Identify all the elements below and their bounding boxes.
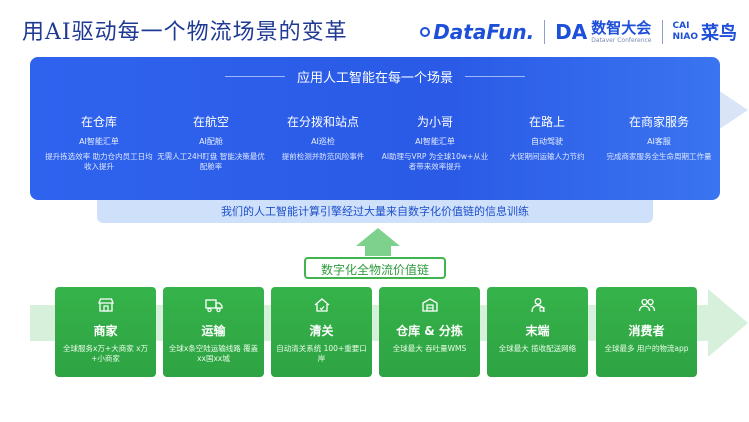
scene-description: 提前检测并防范风险事件 <box>281 152 365 161</box>
heading-line-left <box>224 76 285 77</box>
scene-title: 在分拨和站点 <box>286 115 359 129</box>
scene-description: 完成商家服务全生命周期工作量 <box>606 152 712 161</box>
scene-description: AI助理与VRP 为全球10w+从业者带来效率提升 <box>381 152 489 171</box>
datafun-dot-icon <box>420 27 431 37</box>
da-logo-cn: 数智大会 <box>591 18 652 37</box>
card-title: 商家 <box>93 324 118 338</box>
card-title: 运输 <box>201 324 226 338</box>
scene-title: 为小哥 <box>416 115 453 129</box>
cainiao-logo-cn: 菜鸟 <box>701 23 737 44</box>
card-warehouse-sorting: 仓库 & 分拣 全球最大 吞吐量WMS <box>379 287 480 377</box>
scene-warehouse: 在仓库 AI智能汇单 提升拣选效率 助力仓内员工日均收入提升 <box>44 113 154 172</box>
card-title: 仓库 & 分拣 <box>396 324 463 338</box>
scene-on-road: 在路上 自动驾驶 大促期间运输人力节约 <box>492 113 602 162</box>
card-description: 全球服务x万+大商家 x万+小商家 <box>62 344 149 363</box>
value-chain-label: 数字化全物流价值链 <box>304 257 446 279</box>
card-title: 末端 <box>525 324 550 338</box>
logo-divider <box>544 20 546 44</box>
store-icon <box>97 298 114 312</box>
scene-merchant-service: 在商家服务 AI客服 完成商家服务全生命周期工作量 <box>604 113 714 162</box>
scenario-panel: 应用人工智能在每一个场景 在仓库 AI智能汇单 提升拣选效率 助力仓内员工日均收… <box>30 57 720 200</box>
card-title: 消费者 <box>628 324 665 338</box>
da-logo-en: Dataver Conference <box>591 36 652 44</box>
scene-title: 在仓库 <box>80 115 117 129</box>
truck-icon <box>204 299 223 313</box>
scene-title: 在商家服务 <box>628 115 689 129</box>
card-title: 清关 <box>309 324 334 338</box>
panel-heading-text: 应用人工智能在每一个场景 <box>296 71 453 86</box>
card-transport: 运输 全球x条空陆运输线路 覆盖xx国xx城 <box>163 287 264 377</box>
card-description: 全球最大 揽收配送网络 <box>498 344 577 353</box>
cainiao-logo-en-1: CAI <box>672 21 690 31</box>
customs-icon <box>314 298 329 312</box>
card-description: 全球最多 用户的物流app <box>604 344 689 353</box>
logo-divider <box>661 20 663 44</box>
users-icon <box>638 298 655 312</box>
heading-line-right <box>465 76 525 77</box>
up-arrow-icon <box>356 228 400 246</box>
scene-description: 大促期间运输人力节约 <box>509 152 585 161</box>
scene-subtitle: AI智能汇单 <box>415 137 455 146</box>
scene-title: 在航空 <box>192 115 229 129</box>
da-logo: DA 数智大会 Dataver Conference <box>555 20 651 44</box>
scene-description: 提升拣选效率 助力仓内员工日均收入提升 <box>45 152 153 171</box>
scene-subtitle: AI配舱 <box>199 137 223 146</box>
up-arrow-shaft <box>365 246 391 256</box>
card-last-mile: 末端 全球最大 揽收配送网络 <box>487 287 588 377</box>
cainiao-logo-en-2: NIAO <box>672 32 699 42</box>
card-description: 全球最大 吞吐量WMS <box>392 344 467 353</box>
scene-title: 在路上 <box>528 115 565 129</box>
scene-sorting-station: 在分拨和站点 AI巡检 提前检测并防范风险事件 <box>268 113 378 162</box>
scene-subtitle: AI客服 <box>647 137 671 146</box>
da-logo-mark: DA <box>555 20 588 44</box>
card-consumer: 消费者 全球最多 用户的物流app <box>596 287 697 377</box>
datafun-logo: DataFun. <box>420 20 534 44</box>
scene-subtitle: 自动驾驶 <box>531 137 563 146</box>
scene-description: 无需人工24H盯盘 智能决策最优配舱率 <box>157 152 265 171</box>
panel-heading: 应用人工智能在每一个场景 <box>30 67 720 86</box>
scene-aviation: 在航空 AI配舱 无需人工24H盯盘 智能决策最优配舱率 <box>156 113 266 172</box>
training-band: 我们的人工智能计算引擎经过大量来自数字化价值链的信息训练 <box>97 200 653 223</box>
scene-subtitle: AI巡检 <box>311 137 335 146</box>
card-merchant: 商家 全球服务x万+大商家 x万+小商家 <box>55 287 156 377</box>
card-description: 全球x条空陆运输线路 覆盖xx国xx城 <box>168 344 259 363</box>
page-title: 用AI驱动每一个物流场景的变革 <box>22 20 348 45</box>
cainiao-logo: CAI NIAO 菜鸟 <box>673 19 738 45</box>
scene-subtitle: AI智能汇单 <box>79 137 119 146</box>
logo-bar: DataFun. DA 数智大会 Dataver Conference CAI … <box>420 18 737 46</box>
warehouse-icon <box>421 298 438 312</box>
courier-icon <box>530 298 545 313</box>
datafun-logo-text: DataFun. <box>433 20 535 44</box>
card-customs: 清关 自动清关系统 100+重要口岸 <box>271 287 372 377</box>
card-description: 自动清关系统 100+重要口岸 <box>276 344 367 363</box>
bottom-flow-arrow-icon <box>708 289 748 357</box>
scene-courier: 为小哥 AI智能汇单 AI助理与VRP 为全球10w+从业者带来效率提升 <box>380 113 490 172</box>
